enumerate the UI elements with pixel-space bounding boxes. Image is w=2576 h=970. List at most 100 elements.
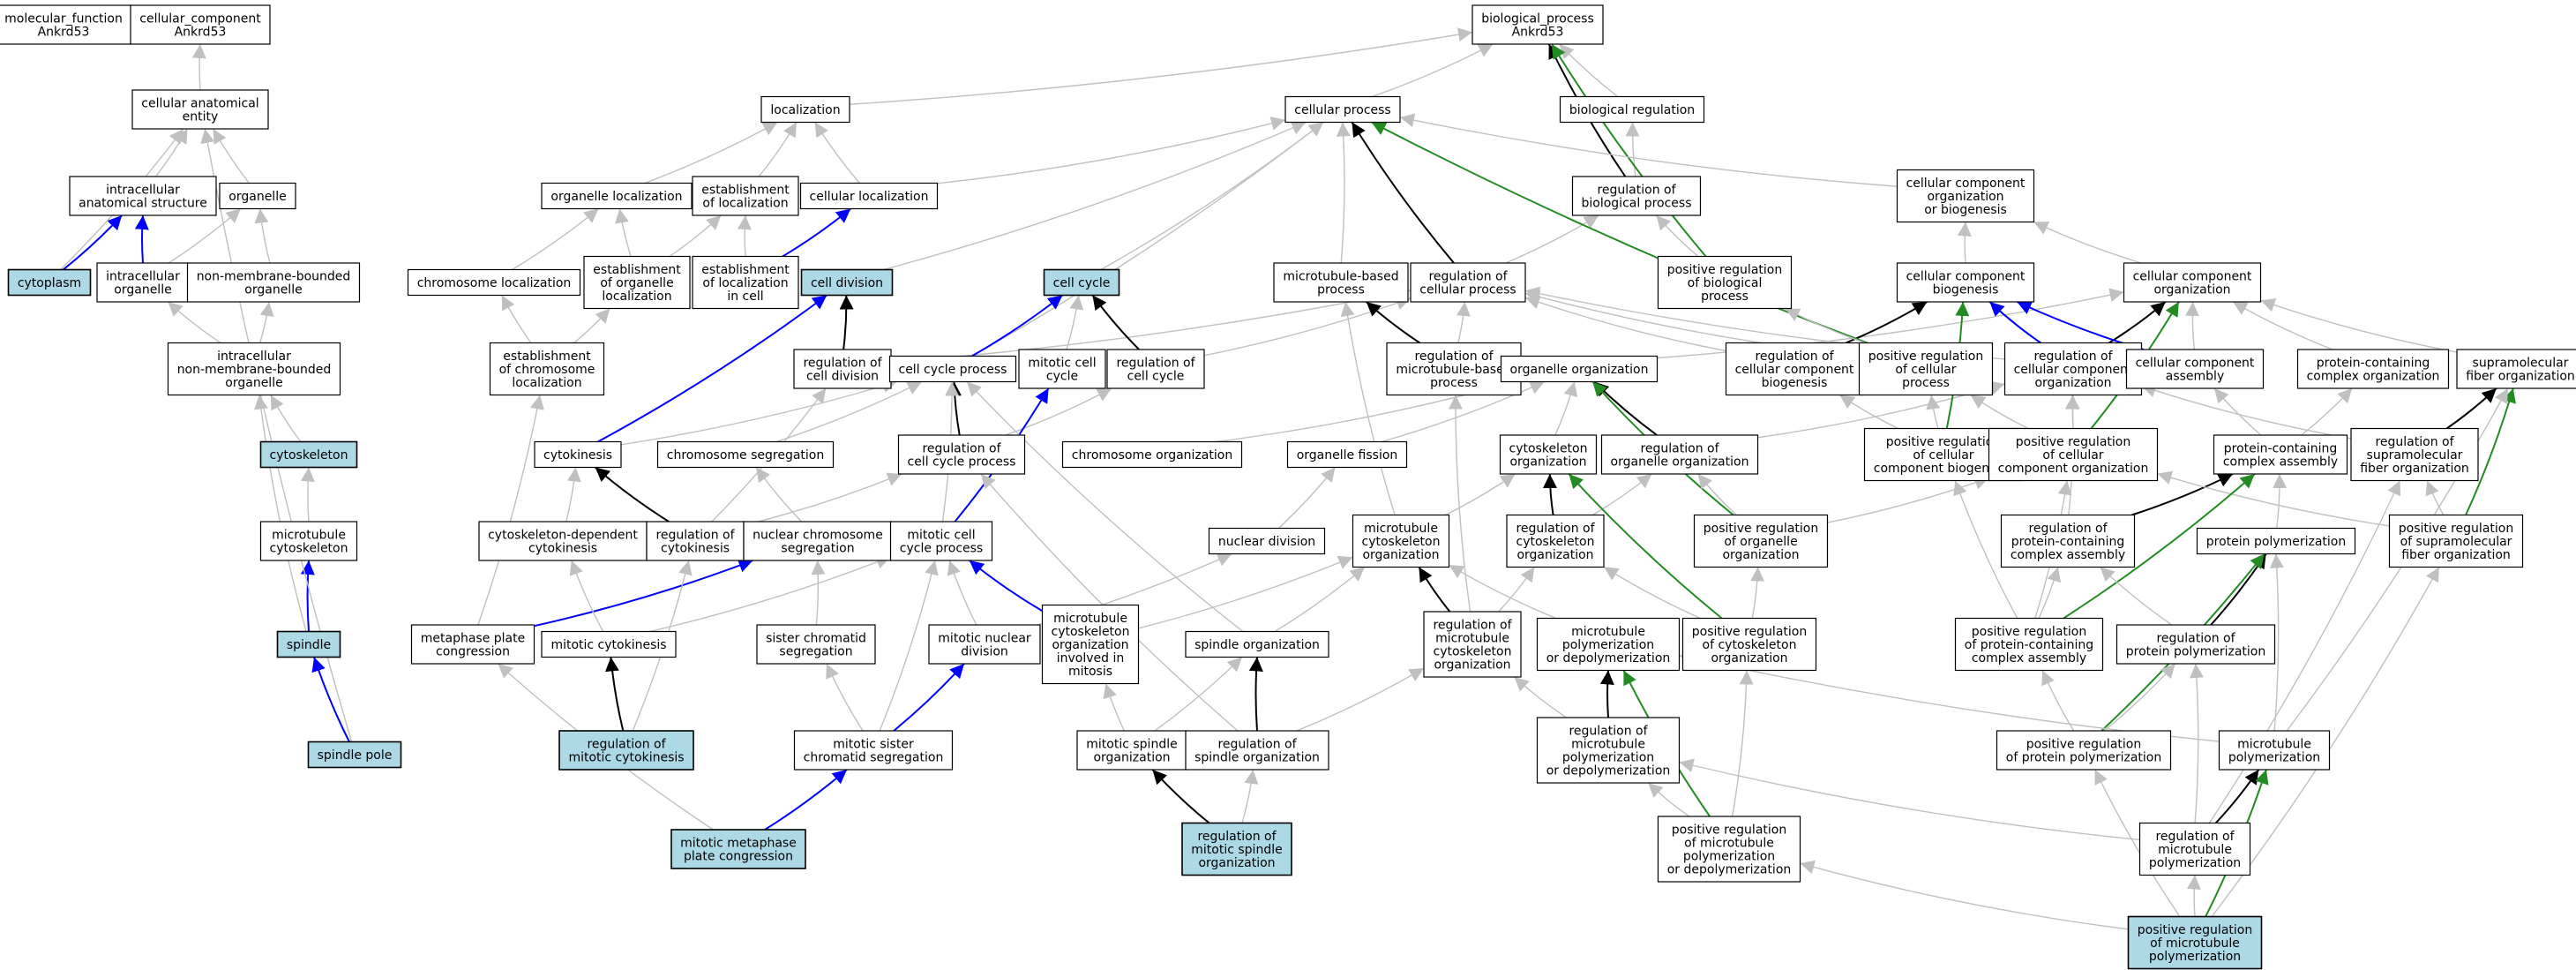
node-box [69, 176, 217, 216]
node-box [2213, 434, 2348, 475]
edge-ccassembly-to-ccorg [2185, 301, 2200, 350]
node-box [1559, 95, 1705, 124]
node-label: regulation of [655, 529, 735, 543]
edge-ias-to-cae [155, 128, 189, 177]
node-box [743, 521, 893, 561]
node-label: cycle [1046, 370, 1078, 384]
node-box [131, 89, 269, 130]
node-label: intracellular [217, 350, 291, 364]
node-label: microtubule [272, 529, 346, 543]
node-label: division [961, 645, 1008, 659]
edge-mtorgmit-to-mitccproc [969, 560, 1044, 613]
node-label: mitotic cytokinesis [550, 638, 666, 652]
node-label: regulation of [1433, 619, 1512, 633]
edge-celldiv-to-cellprocess [883, 121, 1307, 271]
node-label: process [1701, 289, 1749, 304]
node-label: biogenesis [1762, 376, 1828, 390]
edge-orgloc-to-localization [644, 121, 778, 184]
node-box [1185, 630, 1329, 658]
edge-mtpol-to-protpol [2269, 553, 2284, 732]
edge-mtcskorg-to-csorg [1444, 473, 1516, 516]
node-label: non-membrane-bounded [197, 270, 351, 284]
edge-regmitspind-to-regspindorg [1241, 769, 1259, 823]
node-label: localization [602, 289, 671, 304]
edge-regccorg-to-ccorg [2108, 301, 2167, 344]
node-label: organization [1093, 751, 1170, 765]
node-box [1471, 4, 1604, 45]
node-box [1996, 730, 2172, 771]
node-label: mitotic cell [907, 529, 975, 543]
edge-posregorgorg-to-regorgorg [1697, 473, 1737, 516]
node-label: segregation [779, 645, 852, 659]
node-label: of organelle [600, 276, 673, 290]
node-label: of localization [702, 276, 788, 290]
node-label: of cellular [1895, 363, 1956, 377]
node-label: complex assembly [2223, 455, 2338, 470]
node-label: congression [436, 645, 510, 659]
edge-posregccbiogen-to-regccbiogen [1839, 394, 1898, 430]
edge-protpol-to-pcca [2273, 473, 2288, 529]
edge-regccbiogen-to-regcellproc [1524, 295, 1726, 352]
node-box [1954, 617, 2104, 672]
node-label: positive regulation [2016, 435, 2130, 449]
edge-regmtproc-to-regcellproc [1456, 301, 1471, 343]
node-spindorg: spindle organization [1185, 630, 1329, 658]
node-label: cytoskeleton [1434, 645, 1512, 659]
node-label: establishment [593, 263, 681, 277]
edge-posregcsorg-to-regcsorg [1603, 566, 1701, 620]
node-label: cellular component [1906, 270, 2026, 284]
node-label: mitotic cytokinesis [568, 751, 684, 765]
node-label: anatomical structure [79, 197, 207, 211]
node-label: complex organization [2307, 370, 2440, 384]
edge-regprotpol-to-protpol [2210, 553, 2267, 626]
node-label: cytoskeleton [270, 542, 348, 556]
node-label: cell division [811, 276, 883, 290]
edge-posregsupfib-to-supfib [2465, 387, 2516, 515]
edge-mtcsk-to-cytoskeleton [300, 467, 315, 523]
node-label: cell division [806, 370, 879, 384]
node-label: positive regulation [1868, 350, 1983, 364]
node-label: organization [1927, 190, 2003, 204]
node-label: assembly [2166, 370, 2224, 384]
edge-regspindorg-to-regmtcskorg [1296, 667, 1425, 732]
node-label: cycle process [900, 542, 983, 556]
node-label: establishment [701, 184, 790, 198]
edge-regmtproc-to-mtproc [1366, 301, 1421, 344]
node-cellprocess: cellular process [1284, 95, 1401, 124]
node-box [2350, 427, 2479, 482]
node-box [1988, 427, 2159, 482]
node-label: entity [183, 110, 219, 124]
node-label: cytokinesis [528, 542, 597, 556]
node-label: component biogenesis [1874, 462, 2013, 476]
edge-ccbiogen-to-ccob [1957, 222, 1972, 264]
node-box [799, 182, 939, 210]
edge-spindorg-to-cycleproc [966, 381, 1244, 633]
node-celldiv: cell division [800, 268, 894, 297]
edge-nucchromseg-to-chromseg [755, 467, 803, 523]
edge-cellprocess-to-bp [1372, 43, 1494, 98]
node-label: cell cycle [1127, 370, 1185, 384]
node-label: mitotic cell [1028, 357, 1096, 371]
node-orgloc: organelle localization [541, 182, 693, 210]
node-box [407, 268, 581, 297]
edge-cytokinesis-to-celldiv [597, 294, 827, 443]
node-label: localization [770, 103, 840, 117]
edge-regcellproc-to-cellprocess [1351, 121, 1455, 264]
node-label: complex assembly [2011, 548, 2125, 562]
node-label: regulation of [1414, 350, 1494, 364]
edge-io-to-organelle [168, 207, 242, 264]
edge-pcca-to-ccassembly [2213, 387, 2262, 436]
